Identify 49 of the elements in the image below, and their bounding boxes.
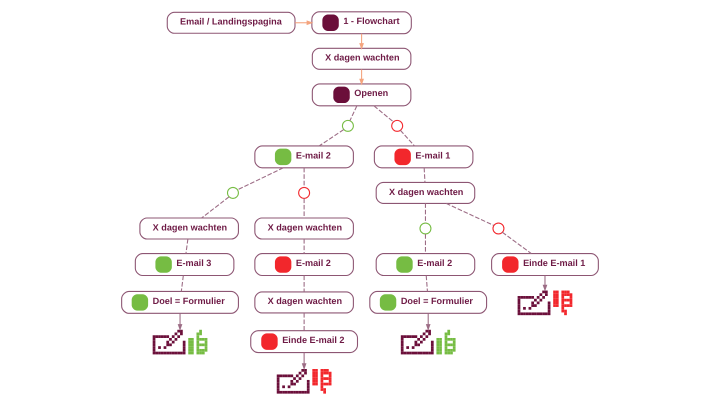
node-circle	[298, 186, 310, 199]
connector	[446, 202, 494, 226]
arrow	[426, 314, 431, 331]
node-box: X dagen wachten	[312, 48, 412, 70]
connector	[237, 167, 284, 190]
connector	[400, 130, 415, 146]
connector	[304, 168, 305, 188]
connector	[304, 239, 305, 254]
node-box: Email / Landingspagina	[166, 12, 296, 34]
connector	[424, 168, 426, 182]
connector	[318, 129, 344, 146]
node-box: Doel = Formulier	[369, 290, 488, 314]
node-circle	[342, 120, 354, 132]
node-box: X dagen wachten	[254, 291, 354, 314]
node-box: E-mail 1	[374, 145, 474, 168]
node-box: Einde E-mail 1	[491, 253, 599, 276]
arrow	[542, 276, 548, 292]
node-box: X dagen wachten	[254, 217, 354, 240]
connector	[202, 196, 230, 218]
arrow	[295, 20, 314, 26]
node-circle	[226, 186, 239, 199]
node-box: E-mail 2	[376, 253, 476, 276]
node-box: X dagen wachten	[376, 182, 476, 204]
node-circle	[391, 120, 404, 132]
connector	[304, 313, 305, 331]
node-box: X dagen wachten	[139, 217, 239, 240]
connector	[374, 106, 394, 122]
arrow	[178, 314, 182, 331]
node-box: 1 - Flowchart	[311, 11, 412, 34]
node-box: E-mail 2	[254, 145, 354, 168]
connector	[304, 276, 305, 292]
connector	[502, 232, 532, 254]
connector	[304, 198, 305, 218]
connector	[185, 239, 188, 254]
node-box: Doel = Formulier	[121, 290, 239, 314]
arrow	[359, 69, 364, 86]
connector	[426, 276, 428, 292]
node-circle	[492, 222, 504, 235]
node-box: Einde E-mail 2	[250, 330, 358, 354]
connector	[349, 106, 358, 121]
connector	[424, 203, 426, 223]
arrow	[359, 34, 364, 50]
node-box: Openen	[312, 83, 412, 106]
connector	[424, 234, 426, 254]
connector	[180, 276, 184, 292]
node-circle	[419, 222, 432, 235]
node-box: E-mail 2	[254, 253, 354, 276]
arrow	[302, 352, 306, 370]
node-box: E-mail 3	[134, 253, 234, 276]
